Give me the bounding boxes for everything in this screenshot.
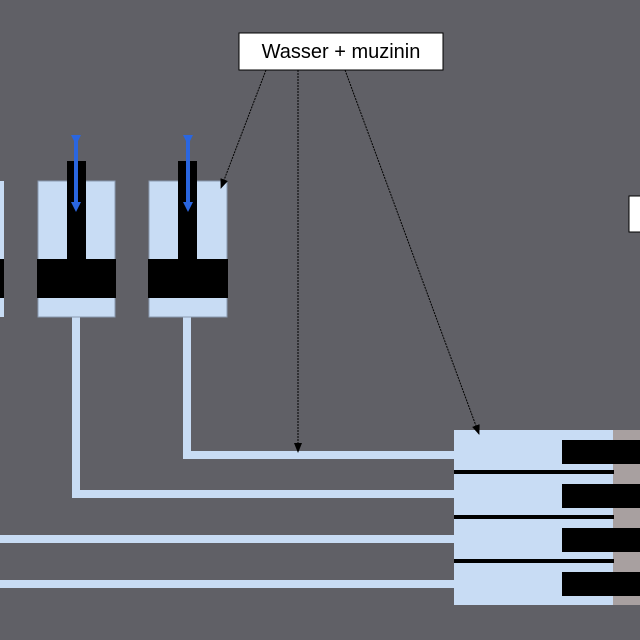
channel-block bbox=[454, 430, 640, 605]
piston bbox=[37, 259, 116, 298]
plunger bbox=[562, 528, 640, 552]
pipe-3 bbox=[183, 317, 456, 459]
cylinder bbox=[148, 135, 228, 318]
plunger bbox=[562, 484, 640, 508]
pipe-2 bbox=[72, 317, 456, 498]
partial-label-box bbox=[628, 195, 640, 233]
pipes bbox=[0, 317, 456, 588]
label-box: Wasser + muzinin bbox=[238, 32, 444, 71]
cylinder-partial bbox=[0, 181, 4, 317]
annotation-arrows bbox=[220, 69, 480, 453]
plunger bbox=[562, 440, 640, 464]
plunger bbox=[562, 572, 640, 596]
label-text: Wasser + muzinin bbox=[262, 41, 421, 63]
piston bbox=[148, 259, 228, 298]
cylinder bbox=[37, 135, 116, 318]
